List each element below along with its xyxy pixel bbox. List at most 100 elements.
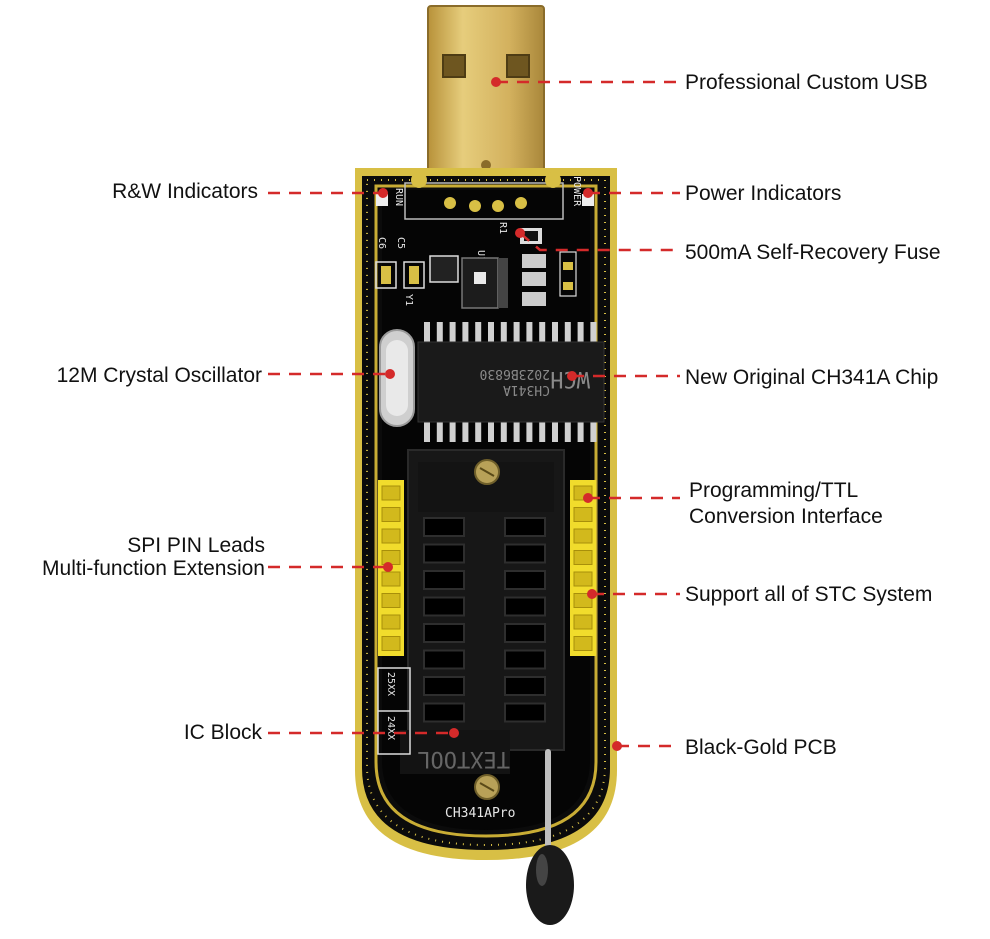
socket-slot (423, 543, 465, 564)
chip-pin (513, 322, 520, 342)
socket-slot (423, 596, 465, 617)
c6-silk: C6 (376, 237, 387, 249)
y1-silk: Y1 (403, 294, 414, 306)
label-ic-block: IC Block (183, 721, 262, 744)
zif-socket: TEXTOOL (400, 449, 565, 800)
socket-slot (504, 623, 546, 643)
voltage-regulator (461, 254, 546, 309)
model-silk: CH341APro (445, 806, 515, 821)
leader-dot (567, 371, 577, 381)
socket-slot (504, 543, 546, 564)
leader-dot (583, 493, 593, 503)
chip-pin (539, 422, 546, 442)
crystal-oscillator (379, 329, 415, 427)
header-pin (573, 528, 593, 544)
socket-slot (504, 517, 546, 537)
label-pcb: Black-Gold PCB (685, 736, 837, 759)
zif-lever (526, 749, 574, 925)
socket-slot (504, 676, 546, 696)
chip-pin (488, 422, 494, 442)
chip-pin (552, 322, 558, 342)
socket-slot (423, 570, 465, 590)
header-pin (381, 571, 401, 587)
chip-marking-2: 2023B6830 (480, 366, 550, 381)
header-pin (573, 614, 593, 630)
socket-slot (504, 596, 546, 617)
chip-pin (500, 322, 507, 342)
leader-dot (612, 741, 622, 751)
usb-pads (404, 172, 564, 220)
smd-components (375, 228, 577, 297)
chip-marking-1: CH341A (503, 382, 550, 397)
chip-pin (564, 322, 571, 342)
chip-pin (526, 322, 533, 342)
header-pin (381, 614, 401, 630)
header-pin (573, 571, 593, 587)
label-spi-1: SPI PIN Leads (127, 534, 265, 557)
leader-line (519, 232, 680, 252)
chip-pin (526, 422, 533, 442)
header-pin (381, 593, 401, 608)
label-prog-ttl-2: Conversion Interface (689, 505, 883, 528)
chip-pin (539, 322, 546, 342)
chip-pin (590, 422, 597, 442)
chip-pin (475, 422, 482, 442)
chip-pin (449, 422, 456, 442)
leader-dot (587, 589, 597, 599)
header-pin (381, 550, 401, 565)
label-crystal: 12M Crystal Oscillator (56, 364, 262, 387)
ttl-pin-header (570, 480, 596, 656)
label-chip: New Original CH341A Chip (685, 366, 939, 389)
chip-pin (564, 422, 571, 442)
chip-pin (424, 422, 430, 442)
socket-brand: TEXTOOL (417, 746, 510, 771)
socket-slot (504, 570, 546, 590)
run-silk: RUN (393, 188, 404, 206)
socket-slot (423, 649, 465, 670)
socket-slot (423, 676, 465, 696)
label-fuse: 500mA Self-Recovery Fuse (685, 241, 941, 264)
ch341a-chip: CH341A 2023B6830 WCH (417, 322, 605, 442)
leader-dots (378, 77, 622, 751)
leader-dot (378, 188, 388, 198)
chip-pin (462, 422, 469, 442)
header-pin (573, 507, 593, 522)
chip-pin (500, 422, 507, 442)
leader-lines (268, 80, 680, 748)
flash-24xx: 24XX (385, 716, 396, 740)
leader-dot (583, 188, 593, 198)
label-stc: Support all of STC System (685, 583, 933, 606)
u1-silk: U1 (475, 250, 486, 262)
header-pin (381, 528, 401, 544)
chip-pin (462, 322, 469, 342)
header-body (570, 480, 596, 656)
flash-25xx: 25XX (385, 672, 396, 696)
label-power-indicators: Power Indicators (685, 182, 842, 205)
chip-pin (590, 322, 597, 342)
power-silk: POWER (571, 176, 582, 207)
header-pin (381, 507, 401, 522)
header-pin (573, 550, 593, 565)
flash-type-silk: 25XX 24XX (377, 667, 411, 755)
leader-dot (385, 369, 395, 379)
leader-dot (491, 77, 501, 87)
label-spi-2: Multi-function Extension (42, 557, 265, 580)
header-pin (381, 485, 401, 501)
label-rw-indicators: R&W Indicators (112, 180, 258, 203)
label-usb: Professional Custom USB (685, 71, 928, 94)
chip-pin (475, 322, 482, 342)
socket-slot (423, 517, 465, 537)
socket-slot (423, 702, 465, 723)
header-pin (573, 593, 593, 608)
header-pin (573, 636, 593, 651)
leader-dot (515, 228, 525, 238)
r1-silk: R1 (497, 222, 508, 234)
socket-slot (504, 702, 546, 723)
label-prog-ttl-1: Programming/TTL (689, 479, 859, 502)
header-pin (381, 636, 401, 651)
chip-pin (449, 322, 456, 342)
socket-slot (423, 623, 465, 643)
chip-pin (436, 422, 443, 442)
